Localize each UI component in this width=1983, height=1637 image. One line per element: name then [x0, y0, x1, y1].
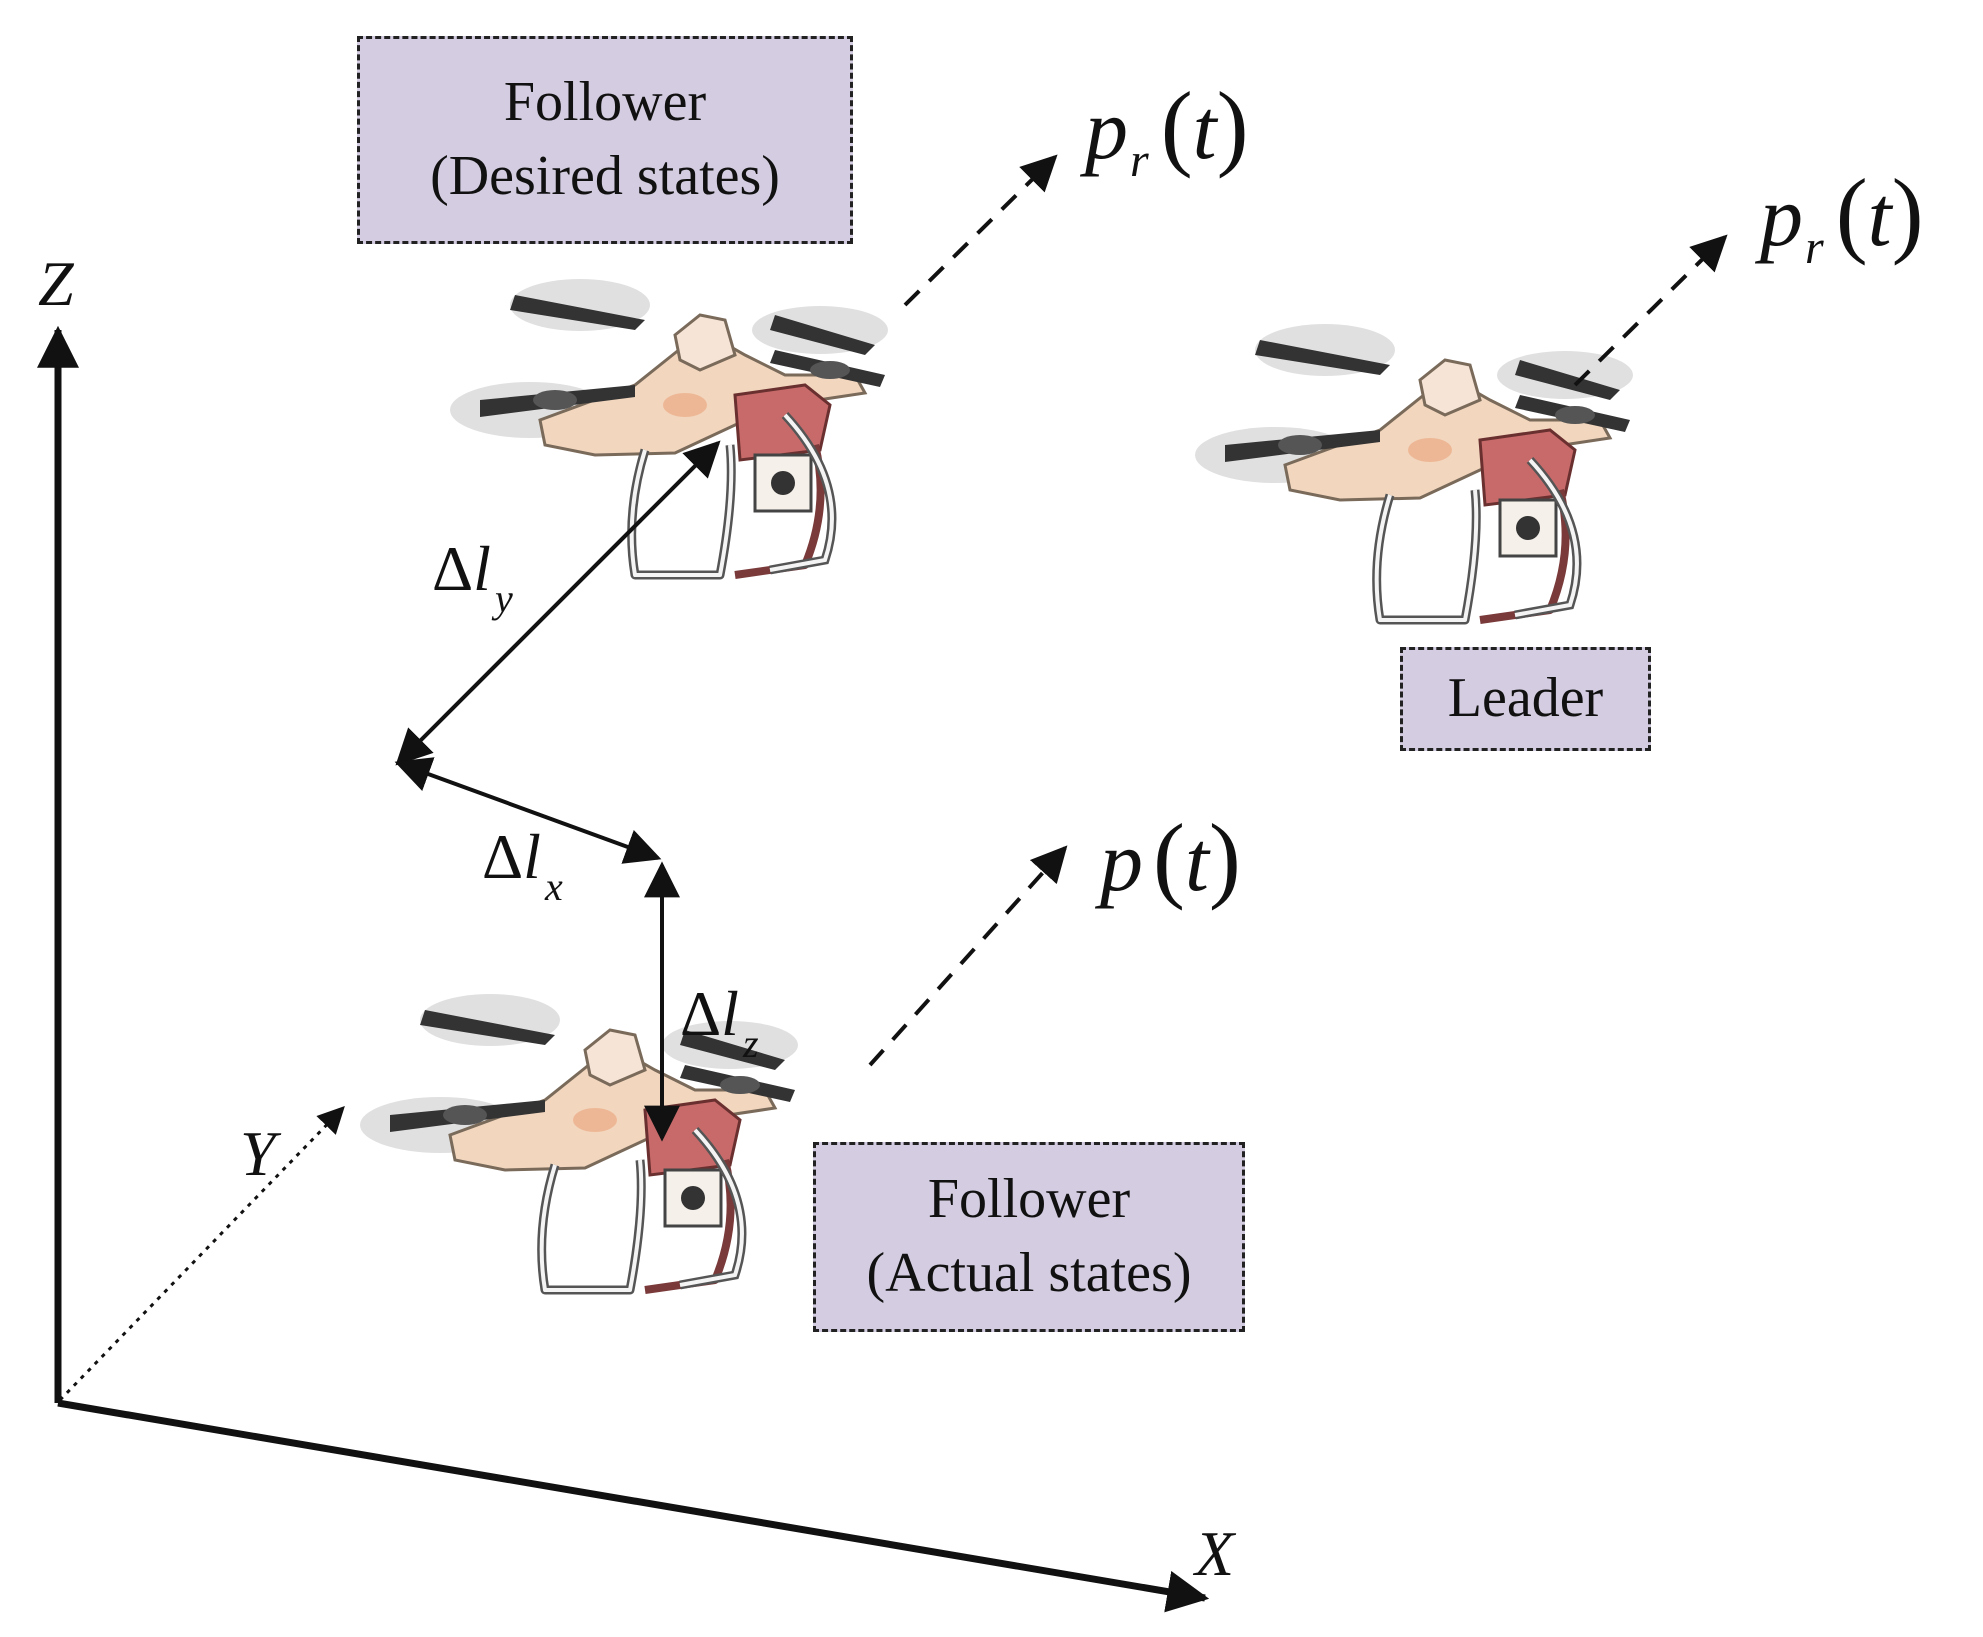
- x-axis-label: X: [1192, 1518, 1237, 1589]
- follower-actual-title: Follower: [927, 1168, 1131, 1231]
- follower-actual-subtitle: (Actual states): [866, 1242, 1192, 1304]
- leader-title: Leader: [1447, 667, 1604, 730]
- leader-trajectory-label: pr(t): [1754, 159, 1924, 274]
- follower-desired-velocity-arrow: [903, 154, 1058, 307]
- z-axis-label: Z: [38, 248, 75, 319]
- delta-lx-arrow: [394, 757, 662, 864]
- world-axes: [37, 325, 1210, 1613]
- delta-ly-arrow: [395, 440, 721, 766]
- y-axis-label: Y: [240, 1118, 282, 1189]
- follower-actual-box: Follower (Actual states): [813, 1142, 1245, 1332]
- leader-velocity-arrow: [1573, 234, 1728, 387]
- y-axis-line: [58, 1106, 345, 1402]
- follower-actual-velocity-arrow: [868, 845, 1068, 1067]
- desired-trajectory-label: pr(t): [1079, 72, 1249, 187]
- follower-desired-drone-icon: [450, 279, 888, 575]
- follower-desired-subtitle: (Desired states): [430, 145, 780, 207]
- x-axis-line: [57, 1399, 1210, 1613]
- leader-box: Leader: [1400, 647, 1651, 751]
- follower-desired-title: Follower: [503, 71, 707, 134]
- leader-drone-icon: [1195, 324, 1633, 620]
- follower-desired-box: Follower (Desired states): [357, 36, 853, 244]
- actual-trajectory-label: p(t): [1094, 804, 1241, 911]
